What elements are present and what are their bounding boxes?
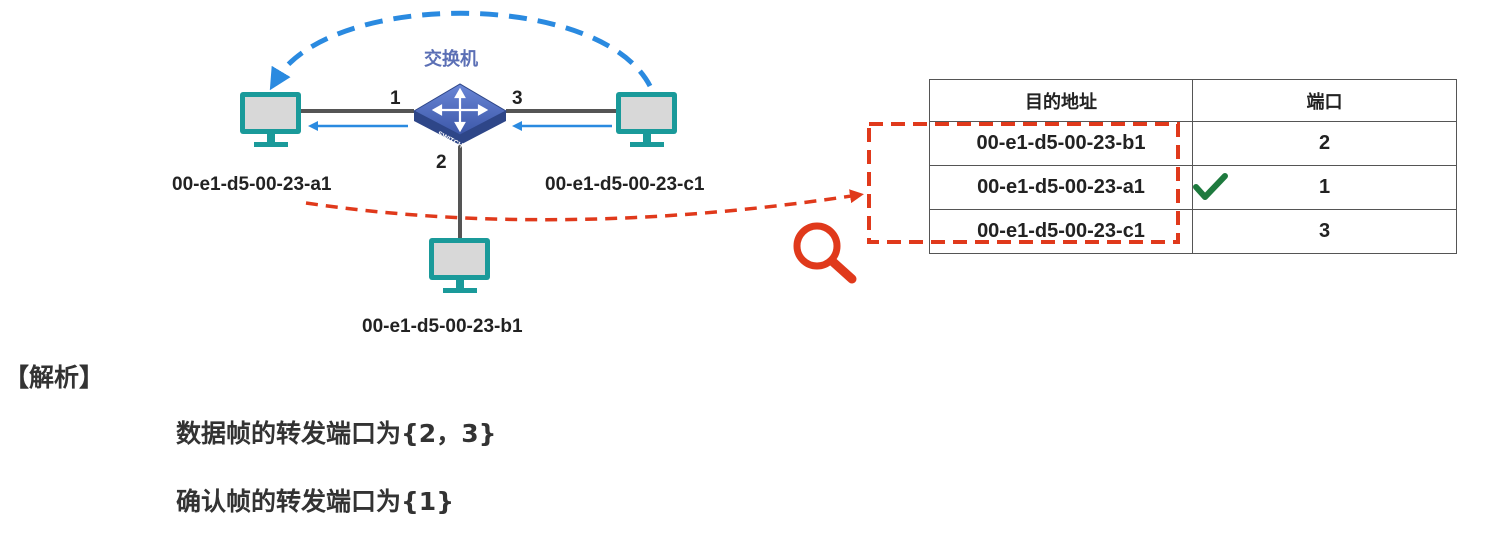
row-port: 2 <box>1192 121 1457 166</box>
row-port: 1 <box>1192 165 1457 210</box>
port-2-label: 2 <box>436 152 447 173</box>
ack-frame-arc <box>269 10 653 91</box>
switch-title: 交换机 <box>424 48 478 69</box>
switch-icon: SWITCH <box>412 83 508 150</box>
row-address: 00-e1-d5-00-23-b1 <box>929 121 1193 166</box>
row-address: 00-e1-d5-00-23-c1 <box>929 209 1193 254</box>
host-b-mac: 00-e1-d5-00-23-b1 <box>362 316 523 337</box>
analysis-ack-frame-ports: 确认帧的转发端口为{1} <box>176 487 454 516</box>
row-address: 00-e1-d5-00-23-a1 <box>929 165 1193 210</box>
row-port: 3 <box>1192 209 1457 254</box>
host-c-mac: 00-e1-d5-00-23-c1 <box>545 174 705 195</box>
port-3-label: 3 <box>512 88 523 109</box>
header-destination-address: 目的地址 <box>929 79 1193 122</box>
table-row: 00-e1-d5-00-23-b1 2 <box>929 121 1457 166</box>
analysis-heading: 【解析】 <box>4 363 105 392</box>
monitor-icon <box>429 238 490 293</box>
table-row: 00-e1-d5-00-23-c1 3 <box>929 209 1457 254</box>
table-header-row: 目的地址 端口 <box>929 79 1457 122</box>
monitor-icon <box>616 92 677 147</box>
lookup-arrow <box>305 189 864 222</box>
host-a-mac: 00-e1-d5-00-23-a1 <box>172 174 332 195</box>
header-port: 端口 <box>1192 79 1457 122</box>
analysis-data-frame-ports: 数据帧的转发端口为{2，3} <box>176 419 497 448</box>
monitor-icon <box>240 92 301 147</box>
mac-address-table: 目的地址 端口 00-e1-d5-00-23-b1 2 00-e1-d5-00-… <box>929 79 1457 254</box>
port-1-label: 1 <box>390 88 401 109</box>
search-icon <box>793 222 857 284</box>
mac-address-table-wrapper: 目的地址 端口 00-e1-d5-00-23-b1 2 00-e1-d5-00-… <box>929 79 1457 254</box>
table-row: 00-e1-d5-00-23-a1 1 <box>929 165 1457 210</box>
